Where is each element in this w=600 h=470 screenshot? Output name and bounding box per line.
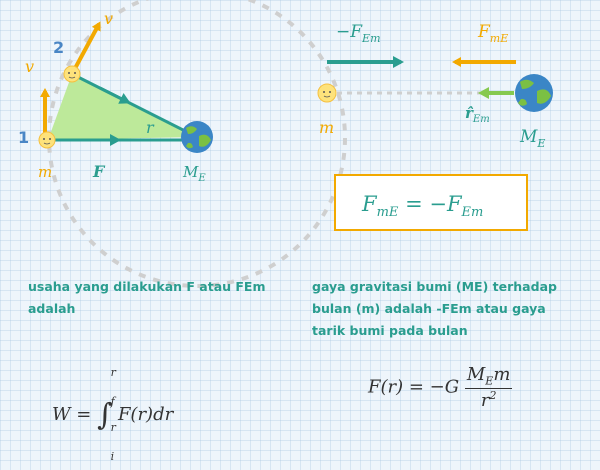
orbit-circle [47,0,347,288]
earth-icon [181,121,213,153]
position-2-label: 2 [53,38,64,57]
moon-icon [63,65,81,83]
unit-vector-label: r̂Em [465,104,490,125]
mass-label-left: m [38,163,52,181]
physics-diagram: v v 2 1 m F r ME −FEm FmE [18,0,553,288]
neg-force-label: −FEm [336,22,381,45]
force-arrow-2 [99,86,131,104]
force-label-right: FmE [477,22,508,45]
velocity-arrow-2 [70,21,101,75]
left-description: usaha yang dilakukan F atau FEm adalah [28,279,266,316]
position-1-label: 1 [18,128,29,147]
equation-box [334,174,528,231]
equation-text: FmE = −FEm [361,192,483,220]
earth-label-left: ME [182,163,206,184]
velocity-label-top: v [104,9,113,28]
mass-label-right: m [319,118,334,137]
force-label-left: F [92,162,106,181]
moon-icon [38,131,56,149]
right-force-diagram: −FEm FmE r̂Em m ME FmE = −FEm [317,22,553,231]
radius-label: r [146,118,155,137]
earth-icon [515,74,553,112]
right-description: gaya gravitasi bumi (ME) terhadap bulan … [312,279,557,338]
velocity-label-side: v [25,57,34,76]
earth-label-right: ME [519,127,545,150]
integral-sign: ∫ [97,397,113,433]
moon-icon [317,83,337,103]
radius-line-2 [71,72,198,139]
swept-area [48,74,197,140]
left-orbit-diagram: v v 2 1 m F r ME [18,0,347,288]
